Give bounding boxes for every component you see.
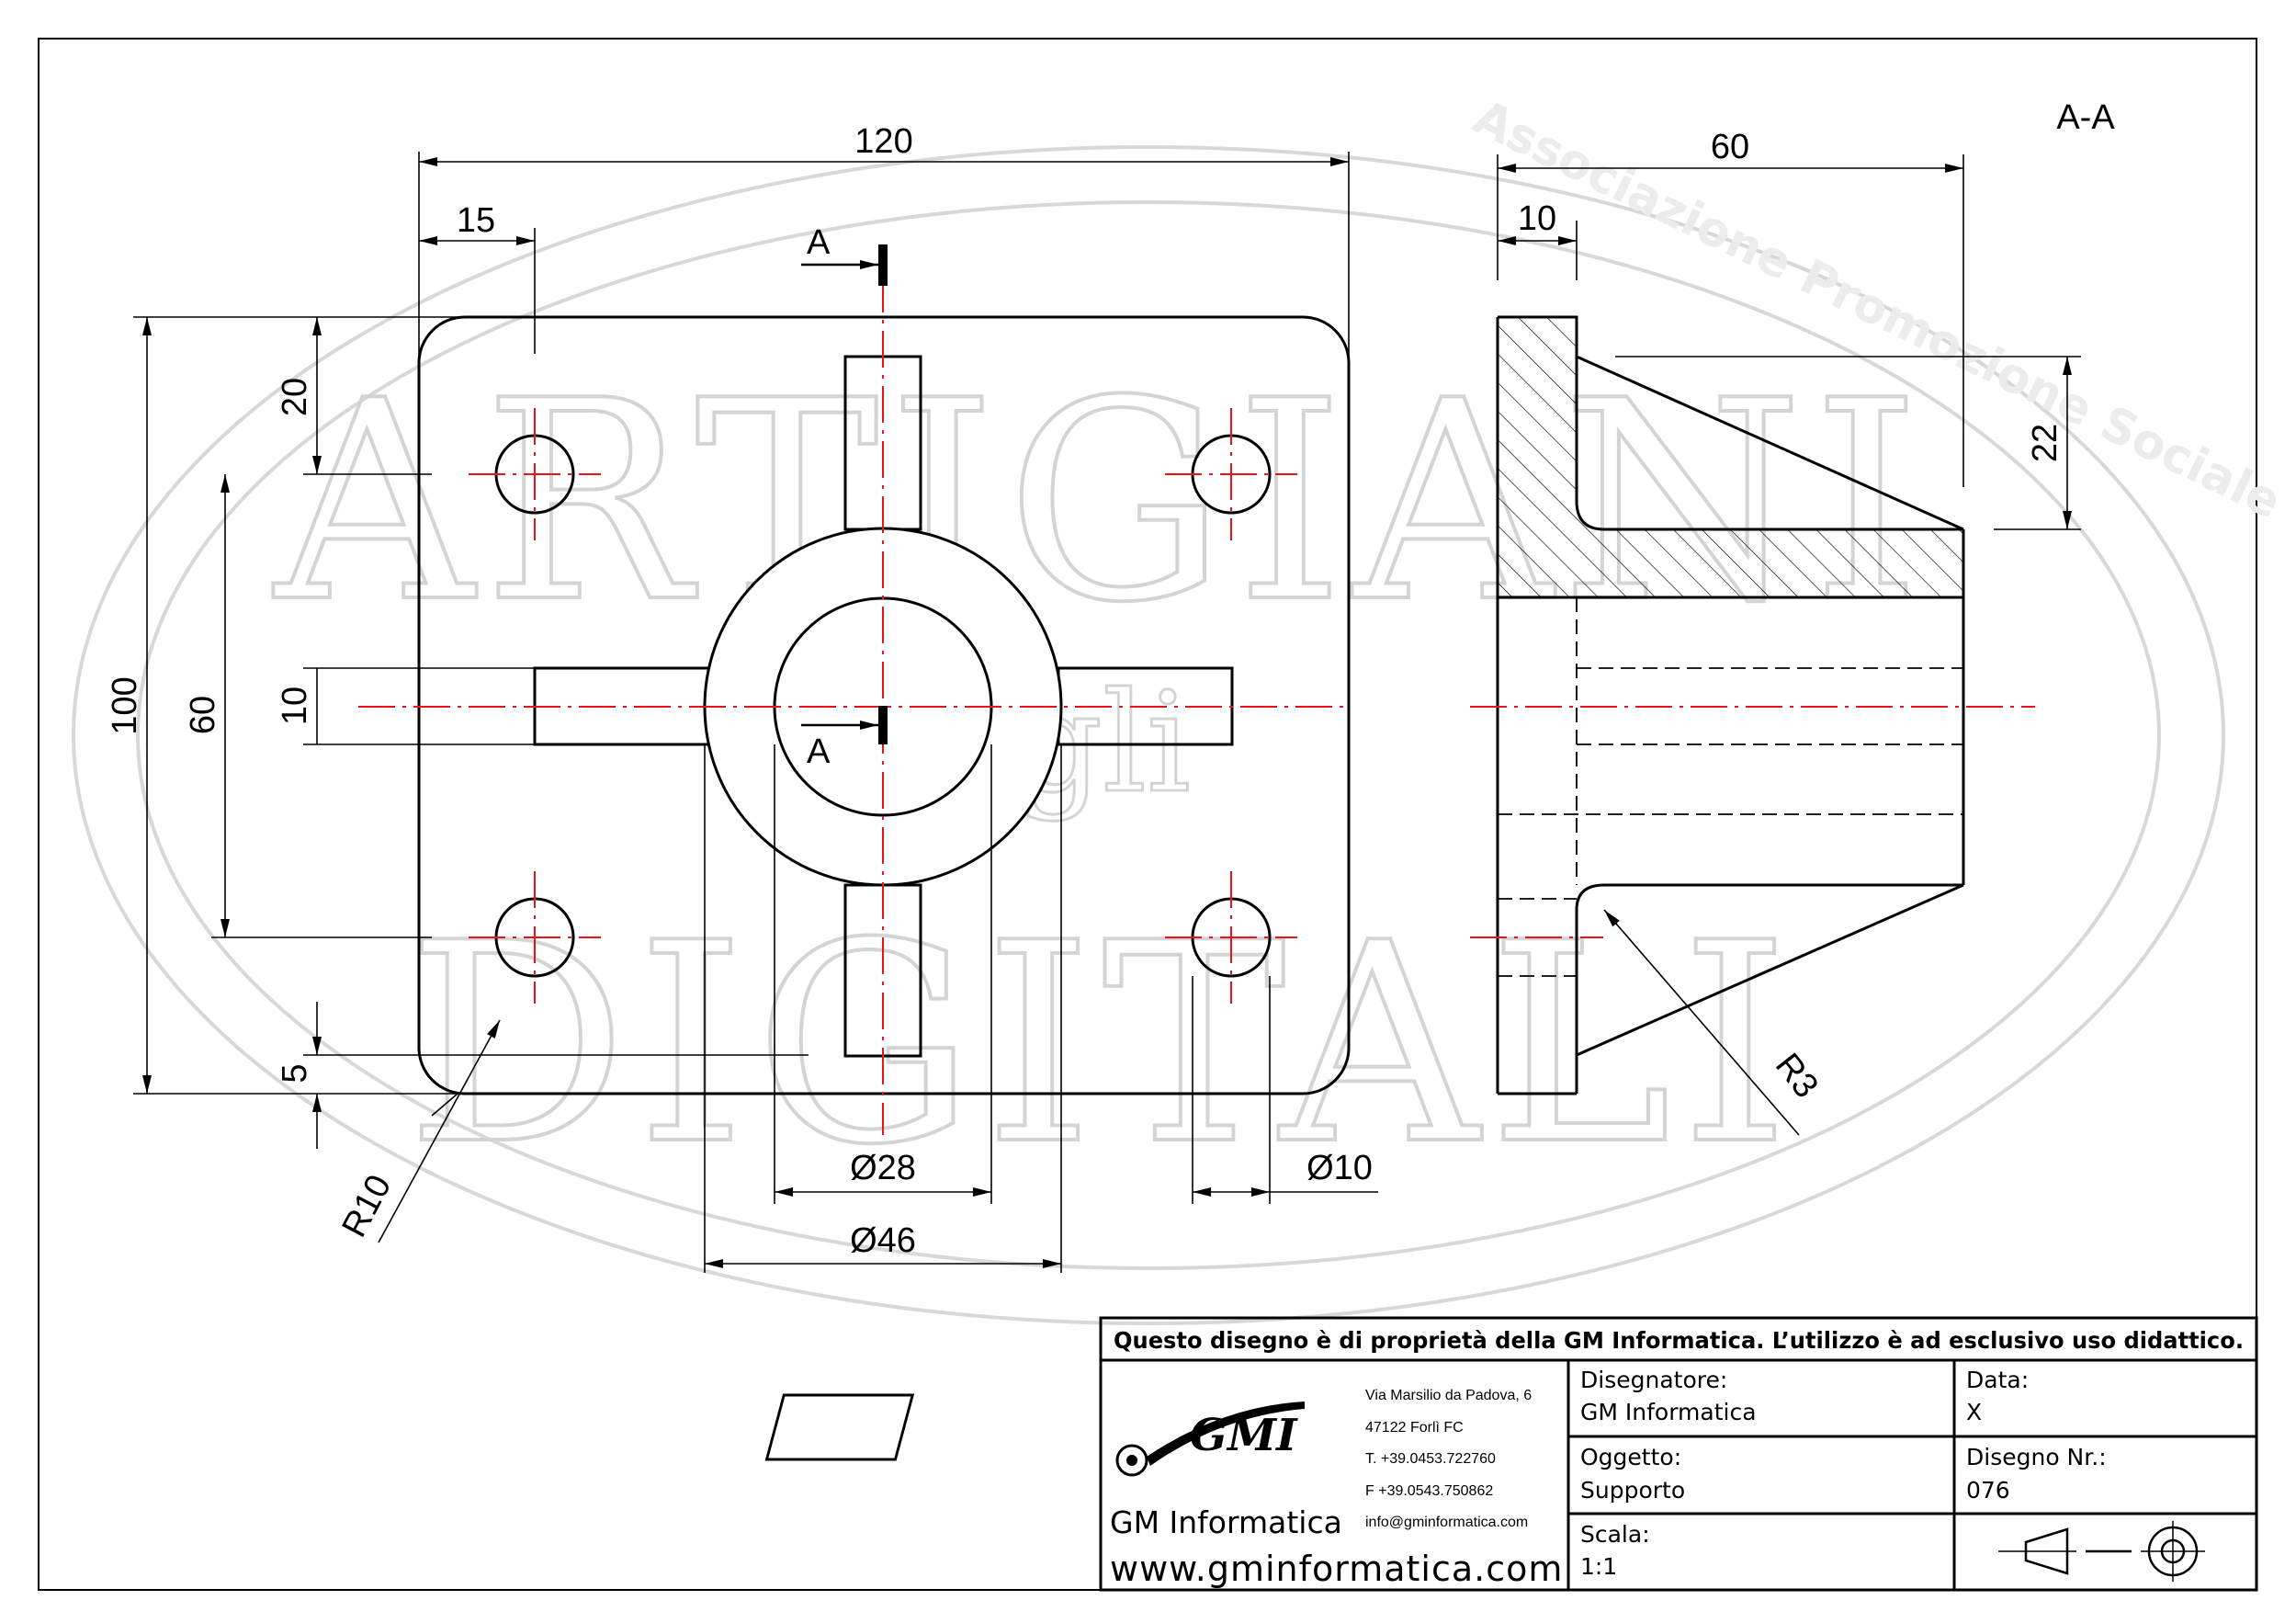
cut-label-top: A <box>807 223 831 262</box>
dim-15: 15 <box>457 201 495 240</box>
date-value: X <box>1966 1399 1982 1425</box>
watermark-top-text: ARTIGIANI <box>270 342 1929 663</box>
dim-10-vertical: 10 <box>276 687 314 725</box>
company-address: Via Marsilio da Padova, 6 47122 Forlì FC… <box>1365 1388 1532 1530</box>
watermark-bottom-text: DIGITALI <box>406 884 1798 1205</box>
dim-20: 20 <box>276 378 314 416</box>
section-dim-22: 22 <box>2026 424 2064 462</box>
dim-d46: Ø46 <box>850 1221 916 1260</box>
address-street: Via Marsilio da Padova, 6 <box>1365 1388 1532 1403</box>
scale-label: Scala: <box>1580 1521 1650 1548</box>
object-label: Oggetto: <box>1580 1444 1681 1470</box>
dim-100: 100 <box>106 676 144 734</box>
dim-5: 5 <box>276 1063 314 1083</box>
dim-60-vertical: 60 <box>184 696 222 734</box>
centerlines-front <box>358 276 1351 1135</box>
scale-value: 1:1 <box>1580 1553 1617 1580</box>
gmi-logo-icon: GMI <box>764 1393 1305 1477</box>
cut-label-bottom: A <box>807 732 831 771</box>
cutting-plane <box>801 244 888 744</box>
dim-r10: R10 <box>334 1169 399 1243</box>
address-fax: F +39.0543.750862 <box>1365 1483 1493 1499</box>
drawing-number-label: Disegno Nr.: <box>1966 1444 2107 1470</box>
title-block-notice: Questo disegno è di proprietà della GM I… <box>1114 1327 2244 1354</box>
section-dim-10: 10 <box>1518 199 1556 238</box>
dim-d10: Ø10 <box>1306 1149 1373 1187</box>
dimension-lines-section <box>1497 154 2081 1136</box>
section-dim-60: 60 <box>1711 128 1749 166</box>
section-hatched-area <box>1498 317 1963 597</box>
title-block <box>1099 1316 2258 1592</box>
section-title: A-A <box>2056 98 2115 137</box>
company-website[interactable]: www.gminformatica.com <box>1110 1549 1563 1589</box>
object-value: Supporto <box>1580 1477 1685 1504</box>
logo-text: GMI <box>1190 1410 1298 1461</box>
dim-d28: Ø28 <box>850 1149 916 1187</box>
dimension-lines-front <box>133 152 1378 1273</box>
date-label: Data: <box>1966 1367 2029 1393</box>
designer-label: Disegnatore: <box>1580 1367 1727 1393</box>
dim-120: 120 <box>854 122 912 161</box>
address-phone: T. +39.0453.722760 <box>1365 1451 1496 1467</box>
drawing-number-value: 076 <box>1966 1477 2010 1504</box>
company-name: GM Informatica <box>1110 1504 1342 1540</box>
section-view <box>1470 315 2035 1095</box>
address-email: info@gminformatica.com <box>1365 1515 1528 1530</box>
address-city: 47122 Forlì FC <box>1365 1420 1464 1436</box>
designer-value: GM Informatica <box>1580 1399 1757 1425</box>
rib-left <box>533 666 711 746</box>
first-angle-projection-icon <box>1998 1521 2205 1582</box>
